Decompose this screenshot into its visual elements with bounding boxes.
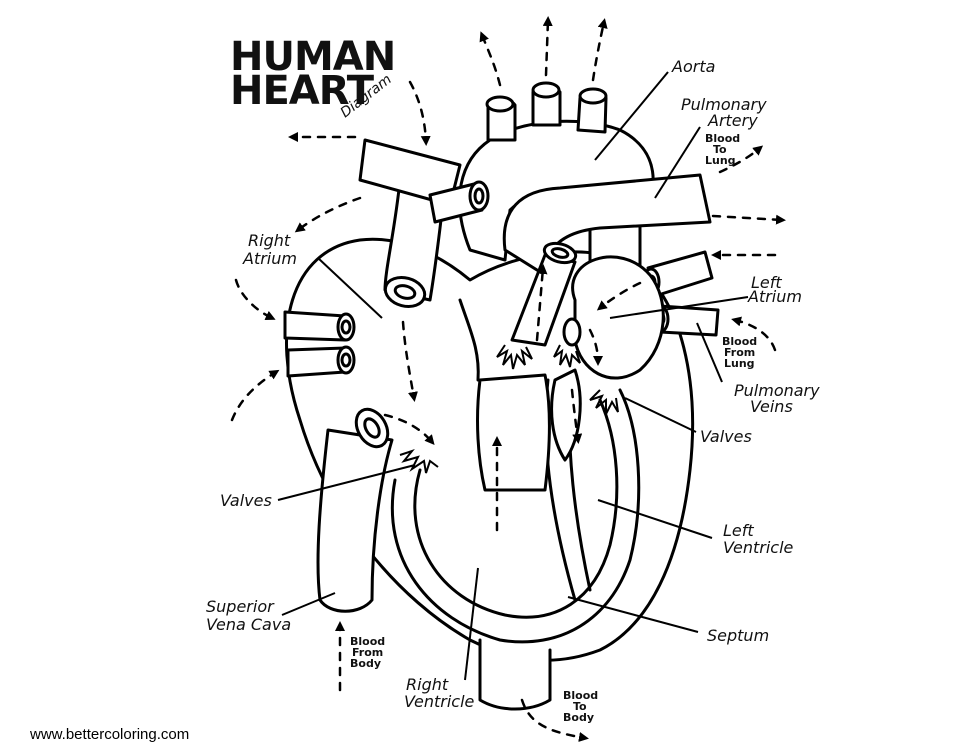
label-pulmonary-veins-1: Pulmonary <box>734 381 820 400</box>
note-blood-from-lung-3: Lung <box>724 357 755 370</box>
note-blood-to-lung-2: To <box>713 143 727 156</box>
leader-lines <box>277 71 749 681</box>
pulmonary-trunk-tube <box>510 241 578 347</box>
note-blood-from-lung-2: From <box>724 346 755 359</box>
upper-vena-cava <box>383 178 447 308</box>
flow-arrows <box>230 16 786 742</box>
note-blood-from-lung-1: Blood <box>722 335 757 348</box>
note-blood-to-lung-3: Lung <box>705 154 736 167</box>
label-left-ventricle-1: Left <box>723 521 754 540</box>
note-blood-to-lung-1: Blood <box>705 132 740 145</box>
label-left-atrium-1: Left <box>751 273 782 292</box>
note-blood-to-body-1: Blood <box>563 689 598 702</box>
label-valves-right: Valves <box>700 427 752 446</box>
label-left-atrium-2: Atrium <box>747 287 802 306</box>
label-superior-vena-cava-2: Vena Cava <box>206 615 291 634</box>
right-atrium-vessels <box>283 310 356 378</box>
label-superior-vena-cava-1: Superior <box>206 597 275 616</box>
title-line-2: HEART <box>230 68 375 114</box>
label-valves-left: Valves <box>220 491 272 510</box>
pulmonary-left-branch <box>358 138 490 224</box>
site-credit: www.bettercoloring.com <box>29 726 189 743</box>
label-right-atrium-2: Atrium <box>242 249 297 268</box>
central-column <box>476 373 552 492</box>
label-aorta: Aorta <box>671 57 715 76</box>
note-blood-to-body-3: Body <box>563 711 594 724</box>
label-right-ventricle-1: Right <box>406 675 449 694</box>
note-blood-from-body-2: From <box>352 646 383 659</box>
label-pulmonary-artery-2: Artery <box>707 111 758 130</box>
title-line-1: HUMAN <box>230 34 395 80</box>
label-right-ventricle-2: Ventricle <box>404 692 475 711</box>
valve-tufts <box>399 344 619 474</box>
label-pulmonary-veins-2: Veins <box>750 397 793 416</box>
label-pulmonary-artery-1: Pulmonary <box>681 95 767 114</box>
label-left-ventricle-2: Ventricle <box>723 538 794 557</box>
note-blood-from-body-3: Body <box>350 657 381 670</box>
atrium-opening <box>562 317 582 347</box>
outflow-trunk <box>478 638 552 711</box>
label-septum: Septum <box>707 626 769 645</box>
note-blood-to-body-2: To <box>573 700 587 713</box>
note-blood-from-body-1: Blood <box>350 635 385 648</box>
label-right-atrium-1: Right <box>248 231 291 250</box>
